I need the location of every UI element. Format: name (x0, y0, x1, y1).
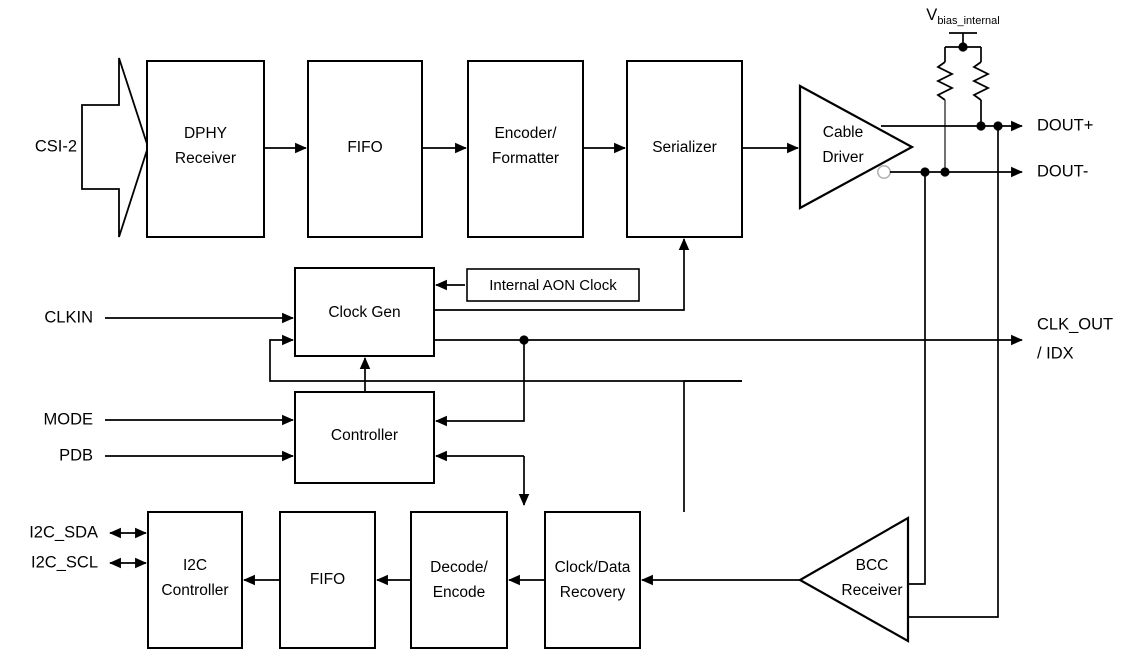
block-bcc-receiver[interactable] (797, 516, 910, 643)
block-i2c-controller-label-2: Controller (161, 582, 228, 599)
cable-driver-inverting-bubble (876, 165, 891, 180)
block-dphy-receiver-label-2: Receiver (175, 150, 236, 167)
block-internal-aon-clock[interactable] (466, 268, 640, 302)
block-clock-data-recovery-label-2: Recovery (560, 584, 626, 601)
dout-plus-junction-resistor (976, 121, 986, 131)
block-fifo-top-label: FIFO (347, 139, 382, 156)
io-label-clk-out-line2: / IDX (1037, 344, 1074, 362)
dout-minus-junction-resistor (940, 167, 950, 177)
io-label-clkin: CLKIN (44, 308, 93, 326)
block-encoder-formatter[interactable] (467, 60, 584, 238)
block-serializer-label: Serializer (652, 139, 717, 156)
block-fifo-top[interactable] (307, 60, 423, 238)
block-encoder-formatter-label-2: Formatter (492, 150, 559, 167)
block-decode-encode-label-1: Decode/ (430, 559, 488, 576)
io-label-i2c-sda: I2C_SDA (29, 523, 98, 541)
block-serializer[interactable] (626, 60, 743, 238)
block-bcc-receiver-label-1: BCC (856, 557, 889, 574)
wire-dout-plus-to-bcc (908, 126, 999, 618)
block-i2c-controller[interactable] (147, 511, 243, 649)
io-label-mode: MODE (44, 410, 94, 428)
resistor-right (971, 61, 991, 101)
wire-clock-gen-to-serializer (434, 238, 690, 311)
io-label-csi2: CSI-2 (35, 137, 77, 155)
block-fifo-bottom[interactable] (279, 511, 376, 649)
block-clock-gen-label: Clock Gen (328, 304, 400, 321)
block-dphy-receiver[interactable] (146, 60, 265, 238)
io-label-dout-minus: DOUT- (1037, 162, 1088, 180)
block-fifo-bottom-label: FIFO (310, 571, 345, 588)
wire-dout-minus-to-bcc (908, 172, 926, 585)
block-dphy-receiver-label-1: DPHY (184, 125, 227, 142)
supply-vbias-label: Vbias_internal (926, 6, 999, 27)
io-label-pdb: PDB (59, 446, 93, 464)
io-label-dout-plus: DOUT+ (1037, 116, 1093, 134)
wire-feedback-to-clock-gen (269, 334, 742, 382)
block-decode-encode[interactable] (410, 511, 508, 649)
block-clock-data-recovery-label-1: Clock/Data (555, 559, 631, 576)
csi2-bus-arrow (81, 57, 149, 238)
block-cable-driver-label-1: Cable (823, 124, 864, 141)
block-bcc-receiver-label-2: Receiver (841, 582, 902, 599)
block-clock-data-recovery[interactable] (544, 511, 641, 649)
block-cable-driver-label-2: Driver (822, 149, 863, 166)
block-internal-aon-clock-label: Internal AON Clock (489, 277, 617, 294)
resistor-left (935, 61, 955, 101)
block-i2c-controller-label-1: I2C (183, 557, 207, 574)
block-controller-label: Controller (331, 427, 398, 444)
block-encoder-formatter-label-1: Encoder/ (494, 125, 557, 142)
wire-clkgen-to-controller (435, 340, 525, 427)
io-label-i2c-scl: I2C_SCL (31, 553, 98, 571)
block-clock-gen[interactable] (294, 267, 435, 357)
io-label-clk-out-line1: CLK_OUT (1037, 315, 1113, 333)
block-cable-driver[interactable] (798, 84, 915, 210)
block-decode-encode-label-2: Encode (433, 584, 486, 601)
